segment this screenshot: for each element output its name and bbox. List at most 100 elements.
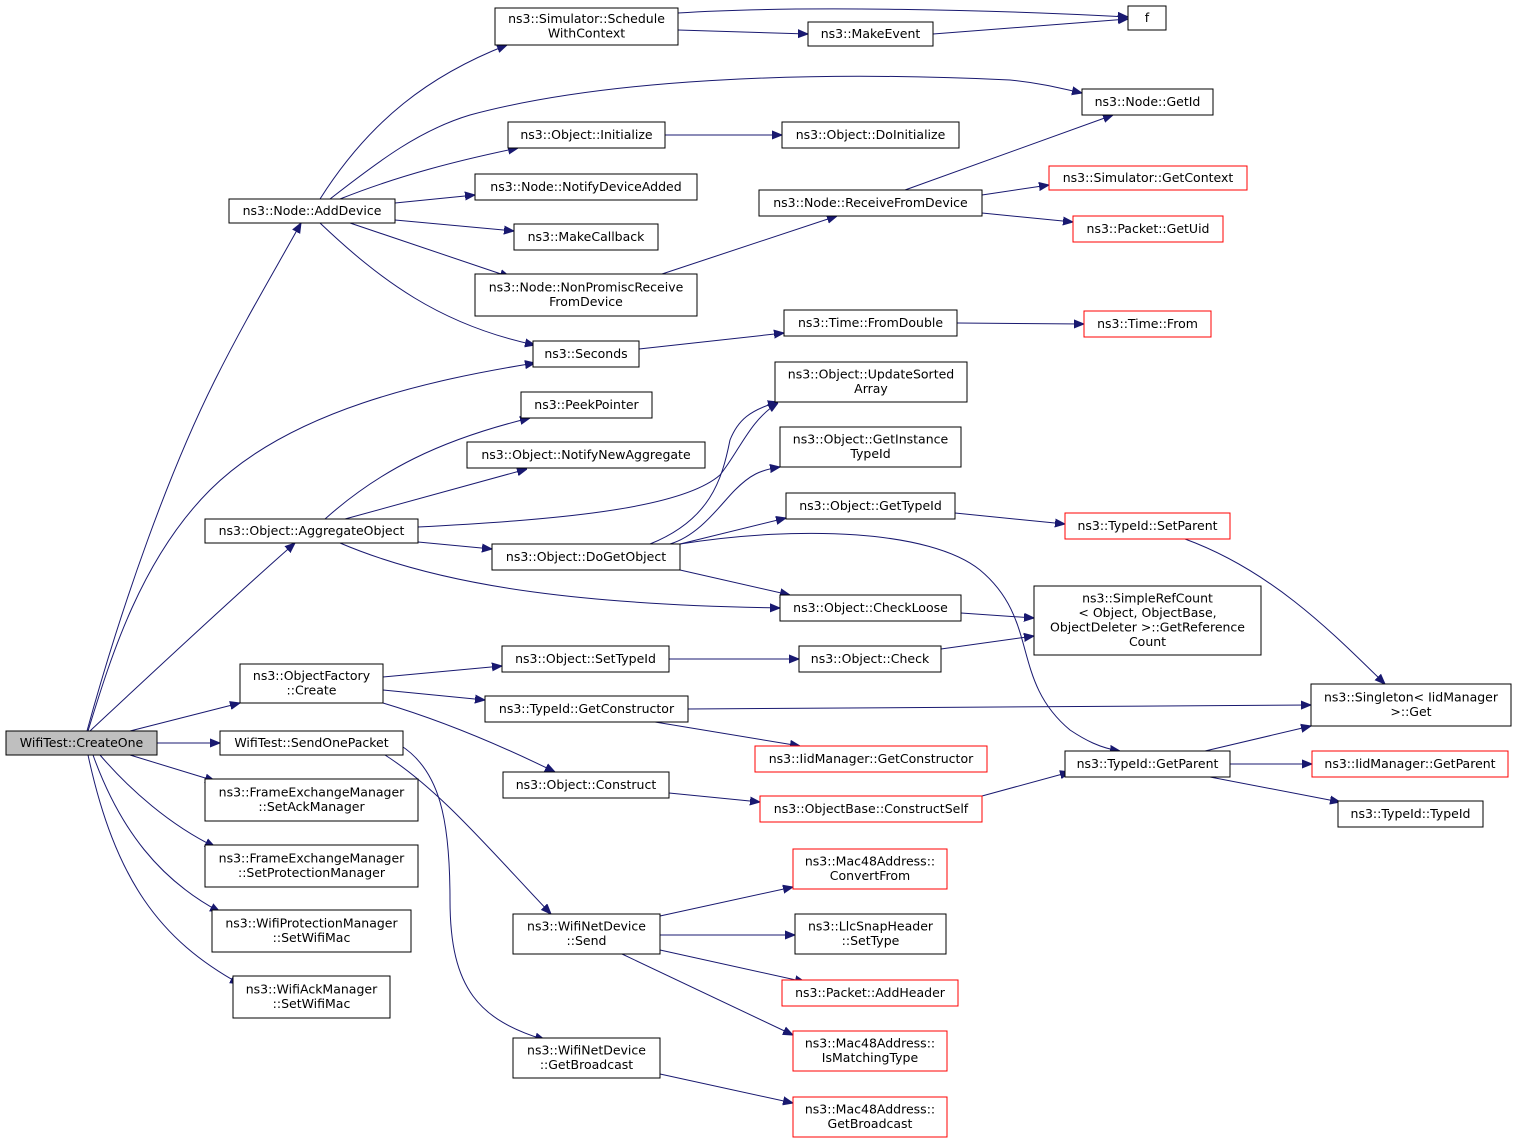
node-iid-get-parent[interactable]: ns3::IidManager::GetParent: [1311, 750, 1509, 778]
edge-non_promisc-to-receive_from_dev: [661, 216, 837, 275]
edge-arrow: [940, 636, 1034, 650]
node-do-get-object[interactable]: ns3::Object::DoGetObject: [491, 543, 681, 571]
node-obj-initialize[interactable]: ns3::Object::Initialize: [507, 121, 666, 149]
node-label-line: ns3::Node::NonPromiscReceive: [489, 280, 684, 295]
edge-arrow: [654, 721, 800, 746]
node-fem-set-prot[interactable]: ns3::FrameExchangeManager::SetProtection…: [204, 844, 419, 888]
node-get-constructor[interactable]: ns3::TypeId::GetConstructor: [484, 695, 689, 723]
edge-arrow: [668, 792, 760, 802]
node-label-line: ns3::WifiProtectionManager: [225, 916, 398, 931]
edge-arrow: [904, 115, 1113, 191]
node-obj-check[interactable]: ns3::Object::Check: [798, 645, 942, 673]
edge-arrow: [129, 703, 240, 732]
node-label-line: Count: [1129, 634, 1166, 649]
edge-add_device-to-node_get_id: [329, 75, 1082, 200]
node-label-line: IsMatchingType: [822, 1050, 919, 1065]
node-singleton-get[interactable]: ns3::Singleton< IidManager >::Get: [1310, 683, 1512, 727]
node-make-event[interactable]: ns3::MakeEvent: [807, 21, 934, 47]
node-llc-set-type[interactable]: ns3::LlcSnapHeader::SetType: [794, 913, 947, 955]
node-label-line: ns3::TypeId::SetParent: [1077, 518, 1217, 533]
node-label-line: ns3::Mac48Address::: [805, 1102, 935, 1117]
node-box: [501, 645, 670, 673]
node-wpm-set-mac[interactable]: ns3::WifiProtectionManager::SetWifiMac: [211, 909, 412, 953]
node-packet-add-header[interactable]: ns3::Packet::AddHeader: [781, 979, 959, 1007]
node-mac48-is-matching[interactable]: ns3::Mac48Address::IsMatchingType: [792, 1030, 948, 1072]
node-get-type-id[interactable]: ns3::Object::GetTypeId: [785, 492, 956, 520]
node-check-loose[interactable]: ns3::Object::CheckLoose: [779, 594, 962, 622]
node-notify-dev-added[interactable]: ns3::Node::NotifyDeviceAdded: [474, 173, 698, 201]
node-typeid-set-parent[interactable]: ns3::TypeId::SetParent: [1064, 512, 1231, 540]
node-send-one-packet[interactable]: WifiTest::SendOnePacket: [219, 730, 404, 756]
node-label-line: ns3::WifiAckManager: [246, 982, 378, 997]
edge-time_from_double-to-time_from: [956, 323, 1084, 324]
node-box: [232, 975, 391, 1019]
node-make-callback[interactable]: ns3::MakeCallback: [513, 223, 659, 251]
node-box: [239, 663, 384, 704]
node-root[interactable]: WifiTest::CreateOne: [5, 730, 158, 756]
node-aggregate-object[interactable]: ns3::Object::AggregateObject: [204, 518, 419, 544]
node-add-device[interactable]: ns3::Node::AddDevice: [228, 198, 396, 224]
node-label-line: ns3::Node::ReceiveFromDevice: [773, 195, 968, 210]
node-mac48-convert-from[interactable]: ns3::Mac48Address::ConvertFrom: [792, 848, 948, 890]
node-packet-get-uid[interactable]: ns3::Packet::GetUid: [1072, 215, 1224, 243]
edge-arrow: [679, 532, 1120, 751]
node-label-line: ns3::Singleton< IidManager: [1324, 690, 1499, 705]
node-typeid-get-parent[interactable]: ns3::TypeId::GetParent: [1064, 750, 1231, 778]
node-label-line: ns3::Mac48Address::: [805, 854, 935, 869]
node-wam-set-mac[interactable]: ns3::WifiAckManager::SetWifiMac: [232, 975, 391, 1019]
node-typeid-typeid[interactable]: ns3::TypeId::TypeId: [1337, 800, 1484, 828]
edge-add_device-to-obj_initialize: [339, 148, 518, 200]
node-box: [1310, 683, 1512, 727]
node-label-line: ::Create: [287, 683, 337, 698]
node-box: [512, 1037, 661, 1079]
node-seconds[interactable]: ns3::Seconds: [532, 340, 640, 368]
node-node-get-id[interactable]: ns3::Node::GetId: [1081, 88, 1214, 116]
node-obj-construct[interactable]: ns3::Object::Construct: [502, 771, 670, 799]
edge-do_get_object-to-check_loose: [679, 569, 790, 595]
node-time-from[interactable]: ns3::Time::From: [1083, 310, 1212, 338]
node-box: [1081, 88, 1214, 116]
node-fem-set-ack[interactable]: ns3::FrameExchangeManager::SetAckManager: [204, 778, 419, 822]
node-f[interactable]: f: [1127, 5, 1167, 31]
node-label-line: ::SetAckManager: [258, 799, 365, 814]
node-simple-ref-count[interactable]: ns3::SimpleRefCount< Object, ObjectBase,…: [1033, 585, 1262, 656]
node-label-line: < Object, ObjectBase,: [1078, 605, 1216, 620]
node-construct-self[interactable]: ns3::ObjectBase::ConstructSelf: [759, 795, 983, 823]
node-iid-get-constructor[interactable]: ns3::IidManager::GetConstructor: [754, 745, 988, 773]
node-sim-get-context[interactable]: ns3::Simulator::GetContext: [1048, 165, 1248, 191]
edge-add_device-to-seconds: [319, 222, 535, 345]
node-box: [1337, 800, 1484, 828]
edge-obj_check-to-simple_ref_count: [940, 636, 1034, 650]
node-wifi-net-send[interactable]: ns3::WifiNetDevice::Send: [512, 913, 661, 955]
node-box: [494, 7, 679, 46]
node-receive-from-dev[interactable]: ns3::Node::ReceiveFromDevice: [758, 189, 983, 217]
node-label-line: ns3::ObjectBase::ConstructSelf: [774, 801, 969, 816]
edge-root-to-wpm_set_mac: [92, 754, 220, 912]
node-set-type-id[interactable]: ns3::Object::SetTypeId: [501, 645, 670, 673]
edge-arrow: [86, 223, 301, 732]
node-label-line: ns3::ObjectFactory: [253, 668, 371, 683]
node-label-line: ns3::Simulator::Schedule: [508, 11, 665, 26]
node-box: [204, 518, 419, 544]
node-wifi-get-broadcast[interactable]: ns3::WifiNetDevice::GetBroadcast: [512, 1037, 661, 1079]
node-label-line: FromDevice: [549, 294, 623, 309]
node-box: [1083, 310, 1212, 338]
node-time-from-double[interactable]: ns3::Time::FromDouble: [783, 309, 958, 337]
node-object-factory-create[interactable]: ns3::ObjectFactory::Create: [239, 663, 384, 704]
node-notify-new-agg[interactable]: ns3::Object::NotifyNewAggregate: [466, 441, 706, 469]
node-box: [502, 771, 670, 799]
node-label-line: ns3::Object::Check: [811, 651, 930, 666]
node-peek-pointer[interactable]: ns3::PeekPointer: [520, 391, 653, 419]
node-box: [484, 695, 689, 723]
node-mac48-get-broadcast[interactable]: ns3::Mac48Address::GetBroadcast: [792, 1096, 948, 1138]
node-label-line: ::SetWifiMac: [273, 996, 351, 1011]
edge-check_loose-to-simple_ref_count: [960, 612, 1034, 618]
edge-wifi_get_broadcast-to-mac48_get_broadcast: [659, 1073, 793, 1103]
node-obj-doinitialize[interactable]: ns3::Object::DoInitialize: [781, 121, 960, 149]
node-label-line: ObjectDeleter >::GetReference: [1050, 620, 1245, 635]
